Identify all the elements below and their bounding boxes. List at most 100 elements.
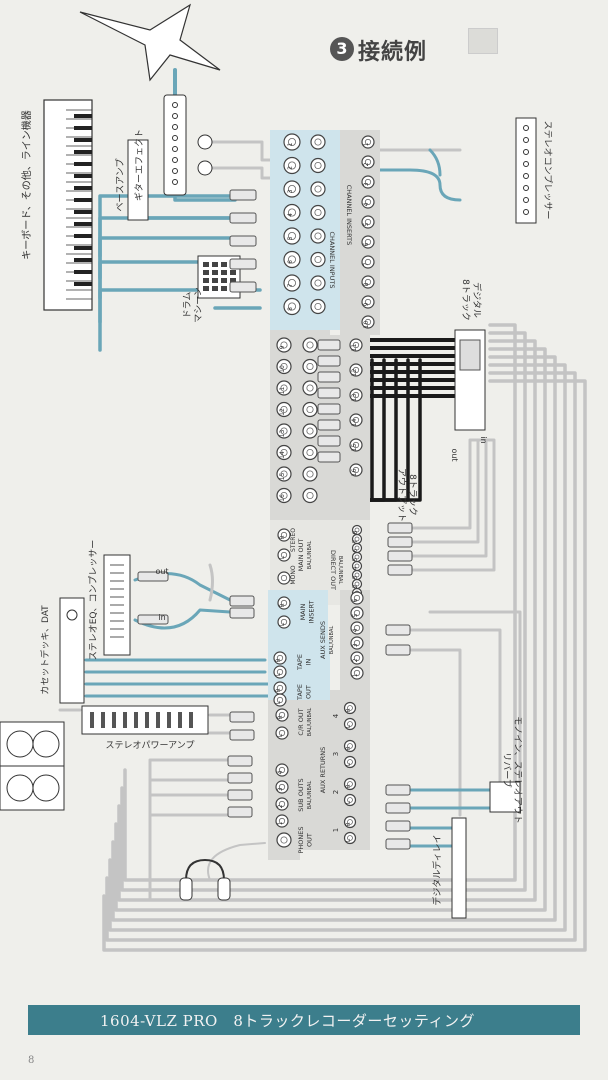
tape-in-jack-l-center <box>276 668 284 676</box>
jack-number: 3 <box>287 189 294 193</box>
reverb-label: リバーブ <box>501 752 513 787</box>
jack-number: 1 <box>277 821 284 825</box>
direct-out-jack-center <box>354 581 360 587</box>
insert-plug <box>317 371 341 383</box>
channel-line-jack-center <box>314 279 322 287</box>
jack-number: 6 <box>352 598 359 602</box>
keyboard-black-key <box>74 186 92 190</box>
line-in-jack-left-center <box>280 427 288 435</box>
phones-out-label: OUT <box>306 833 314 847</box>
amp-vent <box>145 712 149 728</box>
jack-number: 4 <box>363 202 370 206</box>
insert-plug <box>317 403 341 415</box>
jack-number: R <box>277 715 284 719</box>
insert-jack-center <box>352 391 360 399</box>
channel-line-jack-center <box>314 185 322 193</box>
comp-cable <box>428 148 442 177</box>
tape-return-cable <box>117 339 537 902</box>
jack-number: 1 <box>352 673 359 677</box>
digital-delay-unit <box>451 817 467 919</box>
tape-in-jack-r-center <box>276 654 284 662</box>
direct-out-cable <box>410 438 492 558</box>
effect-knob <box>172 168 178 174</box>
effect-knob <box>172 135 178 141</box>
sub-outs-label: SUB OUTS <box>297 778 305 811</box>
cable-plug <box>229 258 257 270</box>
header-decoration <box>468 28 498 54</box>
insert-jack-center <box>364 298 372 306</box>
aux-return-jack-l-center <box>347 721 353 727</box>
keyboard-label: キーボード、その他、ライン機器 <box>20 110 33 260</box>
guitar-effect-label: ギターエフェクト <box>134 129 145 201</box>
aux-send-jack-center <box>353 654 361 662</box>
direct-out-jack-center <box>354 563 360 569</box>
tape-in-label: TAPE <box>296 654 304 671</box>
line-in-jack-right-center <box>306 470 314 478</box>
insert-jack-center <box>364 278 372 286</box>
aux-sends-sub: BAL/UNBAL <box>329 626 335 655</box>
insert-jack-center <box>352 341 360 349</box>
aux-send-cable <box>408 648 462 817</box>
aux-send-jack-center <box>353 639 361 647</box>
speaker-cone <box>6 774 34 802</box>
keyboard-body <box>43 99 93 311</box>
direct-out-plug <box>387 550 413 562</box>
cassette-reel <box>66 609 78 621</box>
insert-jack-center <box>352 441 360 449</box>
aux-return-jack-r-center <box>347 743 353 749</box>
channel-line-jack-center <box>314 138 322 146</box>
jack-number: 9 <box>363 302 370 306</box>
section-number-badge: 3 <box>330 37 354 61</box>
jack-number: 14 <box>279 451 286 459</box>
stereo-compressor-unit <box>515 117 537 224</box>
stereo-compressor-label: ステレオコンプレッサー <box>542 121 553 220</box>
drum-pad <box>212 270 218 275</box>
main-insert-label: INSERT <box>308 600 316 623</box>
microphone <box>197 160 213 176</box>
aux-return-jack-r-center <box>347 781 353 787</box>
insert-plug <box>317 355 341 367</box>
jack-number: R <box>345 784 352 788</box>
keyboard-black-key <box>74 162 92 166</box>
channel-line-jack-center <box>314 208 322 217</box>
aux-return-number: 4 <box>332 713 340 718</box>
insert-jack-center <box>364 218 372 226</box>
effect-knob <box>172 157 178 163</box>
effect-knob <box>172 113 178 119</box>
cable-plug <box>229 281 257 293</box>
sub-out-jack-center <box>278 766 286 774</box>
main-out-jack-r-center <box>280 531 288 539</box>
channel-xlr-jack-center <box>287 231 296 240</box>
out-label: out <box>155 567 168 576</box>
line-in-jack-left-center <box>280 448 288 457</box>
aux-return-plug <box>385 802 411 814</box>
jack-number: L <box>277 733 284 737</box>
microphone <box>197 134 213 150</box>
reverb-label: モノイン、ステレオアウト <box>512 716 523 823</box>
drum-pad <box>203 286 209 291</box>
keyboard-black-key <box>74 270 92 274</box>
tape-return-cable <box>105 371 577 942</box>
aux-return-plug <box>385 838 411 850</box>
cable-plug <box>229 235 257 247</box>
speaker-cone <box>32 730 60 758</box>
aux-return-number: 2 <box>332 790 340 794</box>
aux-return-jack-l-center <box>347 797 353 803</box>
effect-knob <box>172 146 178 152</box>
aux-return-jack-r-center <box>347 819 353 825</box>
jack-number: L <box>345 724 352 728</box>
comp-cable <box>373 168 462 202</box>
jack-number: 12 <box>279 408 286 416</box>
keyboard-black-key <box>74 126 92 130</box>
compressor-knob <box>523 149 529 155</box>
jack-number: 13 <box>351 394 358 402</box>
sub-out-plug <box>227 772 253 784</box>
cable-plug <box>229 189 257 201</box>
channel-xlr-jack-center <box>287 302 296 311</box>
drum-pad <box>203 278 209 283</box>
line-in-jack-right-center <box>306 448 314 457</box>
direct-out-label: DIRECT OUT <box>329 550 337 590</box>
insert-jack-center <box>364 178 372 186</box>
